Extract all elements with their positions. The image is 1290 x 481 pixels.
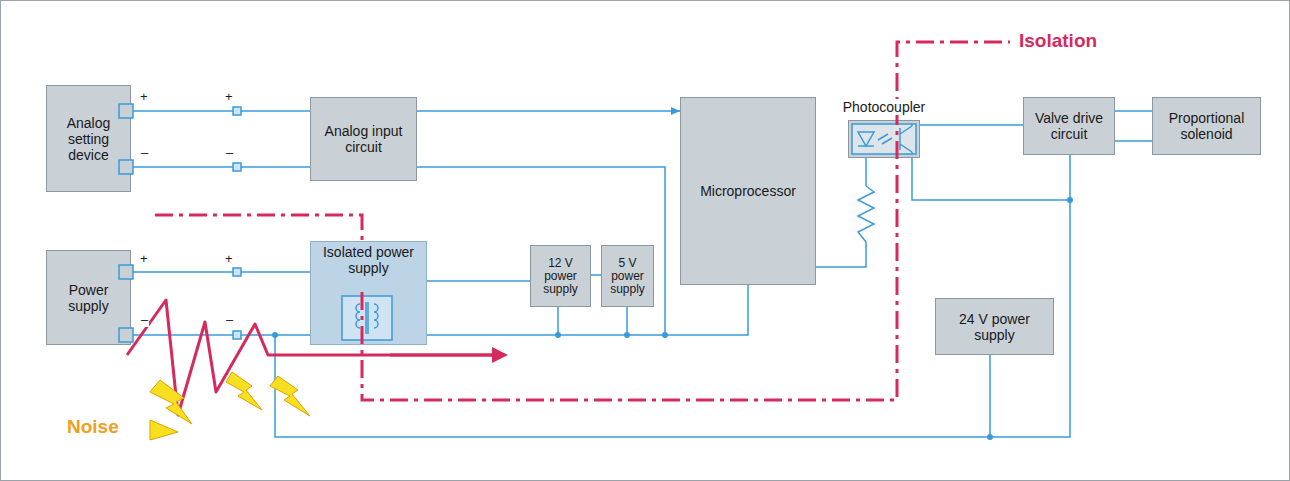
box-label: Isolated power supply	[311, 244, 426, 276]
terminal	[119, 265, 133, 279]
process-box: Analog input circuit	[310, 97, 417, 181]
power-box: 24 V power supply	[935, 298, 1054, 355]
ground-tap	[558, 307, 627, 335]
power-box: 5 V power supply	[601, 245, 654, 307]
box-label: 5 V power supply	[602, 257, 653, 296]
box-label: Microprocessor	[696, 183, 800, 199]
terminal	[233, 268, 241, 276]
polarity-mark: +	[224, 252, 234, 266]
polarity-mark: +	[139, 90, 149, 104]
terminal	[119, 104, 133, 118]
signal-wire	[131, 334, 310, 336]
photocoupler-symbol	[852, 124, 916, 154]
terminal	[233, 331, 241, 339]
photocoupler-box: Photocoupler	[848, 120, 920, 158]
box-label: Analog input circuit	[311, 123, 416, 155]
signal-wire	[1115, 140, 1152, 142]
signal-wire	[816, 158, 866, 267]
terminal	[233, 163, 241, 171]
signal-wire	[427, 280, 530, 282]
signal-wire	[1115, 110, 1152, 112]
junction-dot	[272, 332, 278, 338]
process-box: Valve drive circuit	[1023, 97, 1115, 155]
signal-wire	[131, 271, 310, 273]
solenoid-box: Proportional solenoid	[1152, 97, 1261, 155]
terminal	[233, 107, 241, 115]
junction-dot	[1067, 197, 1073, 203]
signal-wire	[920, 124, 1023, 126]
polarity-mark: –	[225, 146, 234, 160]
isolation-line	[362, 42, 1010, 400]
signal-wire	[591, 274, 601, 276]
signal-wire	[417, 110, 680, 112]
noise-label: Noise	[66, 416, 120, 438]
signal-wire	[131, 166, 310, 168]
common-wire	[275, 335, 990, 437]
power-box: Power supply	[46, 250, 131, 345]
box-label: Power supply	[47, 282, 130, 314]
junction-dot	[555, 332, 561, 338]
polarity-mark: +	[224, 90, 234, 104]
box-label: Valve drive circuit	[1024, 110, 1114, 142]
junction-dot	[624, 332, 630, 338]
resistor-gap	[858, 186, 874, 242]
resistor-symbol	[858, 186, 874, 242]
junction-dot	[662, 332, 668, 338]
signal-wire	[990, 155, 1070, 437]
terminal	[119, 160, 133, 174]
polarity-mark: –	[140, 146, 149, 160]
box-label: Proportional solenoid	[1153, 110, 1260, 142]
box-label: Photocoupler	[840, 99, 929, 115]
box-label: Analog setting device	[47, 115, 130, 163]
junction-dot	[987, 434, 993, 440]
emitter-wire	[912, 150, 1070, 200]
isolation-label: Isolation	[1018, 30, 1098, 52]
power-box: 12 V power supply	[530, 245, 591, 307]
polarity-mark: –	[225, 313, 234, 327]
box-label: 12 V power supply	[531, 257, 590, 296]
terminal	[119, 328, 133, 342]
signal-wire	[131, 110, 310, 112]
polarity-mark: –	[140, 313, 149, 327]
processor-box: Microprocessor	[680, 97, 816, 285]
device-box: Analog setting device	[46, 85, 131, 192]
power-box: Isolated power supply	[310, 241, 427, 345]
ground-wire	[413, 167, 665, 335]
box-label: 24 V power supply	[936, 311, 1053, 343]
noise-wave	[127, 300, 508, 415]
lightning-bolt	[150, 372, 310, 440]
polarity-mark: +	[139, 252, 149, 266]
transformer-symbol	[342, 296, 392, 340]
